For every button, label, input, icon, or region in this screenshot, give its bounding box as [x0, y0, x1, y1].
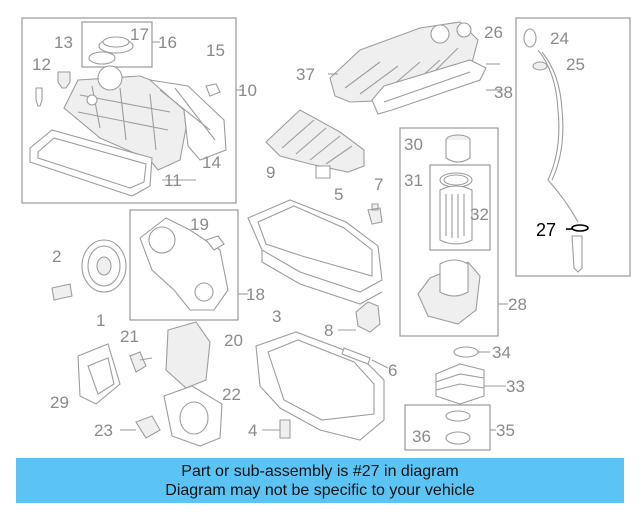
- intake-manifold-drawing: [329, 21, 487, 115]
- cover-bracket-drawing: [205, 235, 225, 251]
- pulley-bolt-drawing: [51, 283, 73, 301]
- seal-36-drawing: [445, 410, 471, 422]
- caption-line-2: Diagram may not be specific to your vehi…: [165, 482, 475, 499]
- drain-plug-drawing: [279, 419, 291, 439]
- oil-filter-element-sub-box: [429, 164, 491, 251]
- seal-34-drawing: [453, 346, 479, 358]
- callout-21: 21: [120, 327, 139, 346]
- callout-10: 10: [238, 81, 257, 100]
- dipstick-drawing: [523, 28, 583, 273]
- crankshaft-pulley-drawing: [81, 239, 127, 293]
- callout-27: 27: [536, 220, 556, 240]
- callout-3: 3: [272, 307, 281, 326]
- callout-38: 38: [494, 83, 513, 102]
- callout-14: 14: [202, 153, 221, 172]
- bracket-29-drawing: [77, 343, 121, 405]
- callout-25: 25: [566, 55, 585, 74]
- callout-35: 35: [496, 421, 515, 440]
- callout-17: 17: [130, 25, 149, 44]
- callout-23: 23: [94, 421, 113, 440]
- bolt-21-drawing: [129, 351, 153, 373]
- callout-2: 2: [52, 247, 61, 266]
- callout-18: 18: [246, 285, 265, 304]
- callout-8: 8: [324, 321, 333, 340]
- timing-cover-drawing: [139, 217, 229, 311]
- callout-26: 26: [484, 23, 503, 42]
- caption-banner: Part or sub-assembly is #27 in diagram D…: [16, 458, 624, 503]
- upper-oil-pan-drawing: [247, 199, 383, 305]
- callout-37: 37: [296, 65, 315, 84]
- callout-36: 36: [412, 427, 431, 446]
- callout-6: 6: [388, 361, 397, 380]
- cover-20-drawing: [165, 321, 211, 389]
- callout-5: 5: [334, 185, 343, 204]
- seal-35-drawing: [445, 431, 471, 445]
- callout-33: 33: [506, 377, 525, 396]
- oil-filter-group-box: [399, 127, 499, 337]
- part-6-drawing: [341, 347, 371, 365]
- callout-9: 9: [266, 163, 275, 182]
- oil-cooler-drawing: [435, 363, 485, 405]
- callout-13: 13: [54, 33, 73, 52]
- bolt-23-drawing: [135, 415, 161, 439]
- callout-15: 15: [206, 41, 225, 60]
- oil-baffle-drawing: [265, 109, 365, 179]
- caption-line-1: Part or sub-assembly is #27 in diagram: [181, 463, 459, 480]
- callout-30: 30: [404, 135, 423, 154]
- bolt-7-drawing: [367, 203, 383, 225]
- callout-7: 7: [374, 175, 383, 194]
- callout-22: 22: [222, 385, 241, 404]
- callout-19: 19: [190, 215, 209, 234]
- callout-24: 24: [550, 29, 569, 48]
- callout-34: 34: [492, 343, 511, 362]
- lower-oil-pan-drawing: [255, 331, 385, 441]
- oil-cooler-seal-box: [404, 404, 491, 451]
- leader-lines: [120, 41, 508, 431]
- dipstick-group-box: [515, 17, 631, 277]
- callout-29: 29: [50, 393, 69, 412]
- parts-diagram: 1 2 3 4 5 6 7 8 9 10 11 12 13 14 15 16 1…: [21, 17, 631, 451]
- o-ring-27-drawing: [566, 224, 589, 232]
- callout-1: 1: [96, 311, 105, 330]
- callout-20: 20: [224, 331, 243, 350]
- callout-12: 12: [32, 55, 51, 74]
- callout-32: 32: [470, 205, 489, 224]
- callout-16: 16: [158, 33, 177, 52]
- timing-cover-group-box: [129, 209, 239, 321]
- oil-cap-sub-box: [81, 21, 153, 68]
- oil-filter-drawing: [417, 134, 481, 325]
- callout-4: 4: [248, 421, 257, 440]
- callout-31: 31: [404, 171, 423, 190]
- callout-11: 11: [164, 171, 182, 190]
- valve-cover-group-box: [21, 17, 237, 204]
- sensor-8-drawing: [355, 301, 381, 333]
- valve-cover-drawing: [29, 36, 227, 197]
- callout-28: 28: [508, 295, 527, 314]
- cover-22-drawing: [163, 385, 223, 447]
